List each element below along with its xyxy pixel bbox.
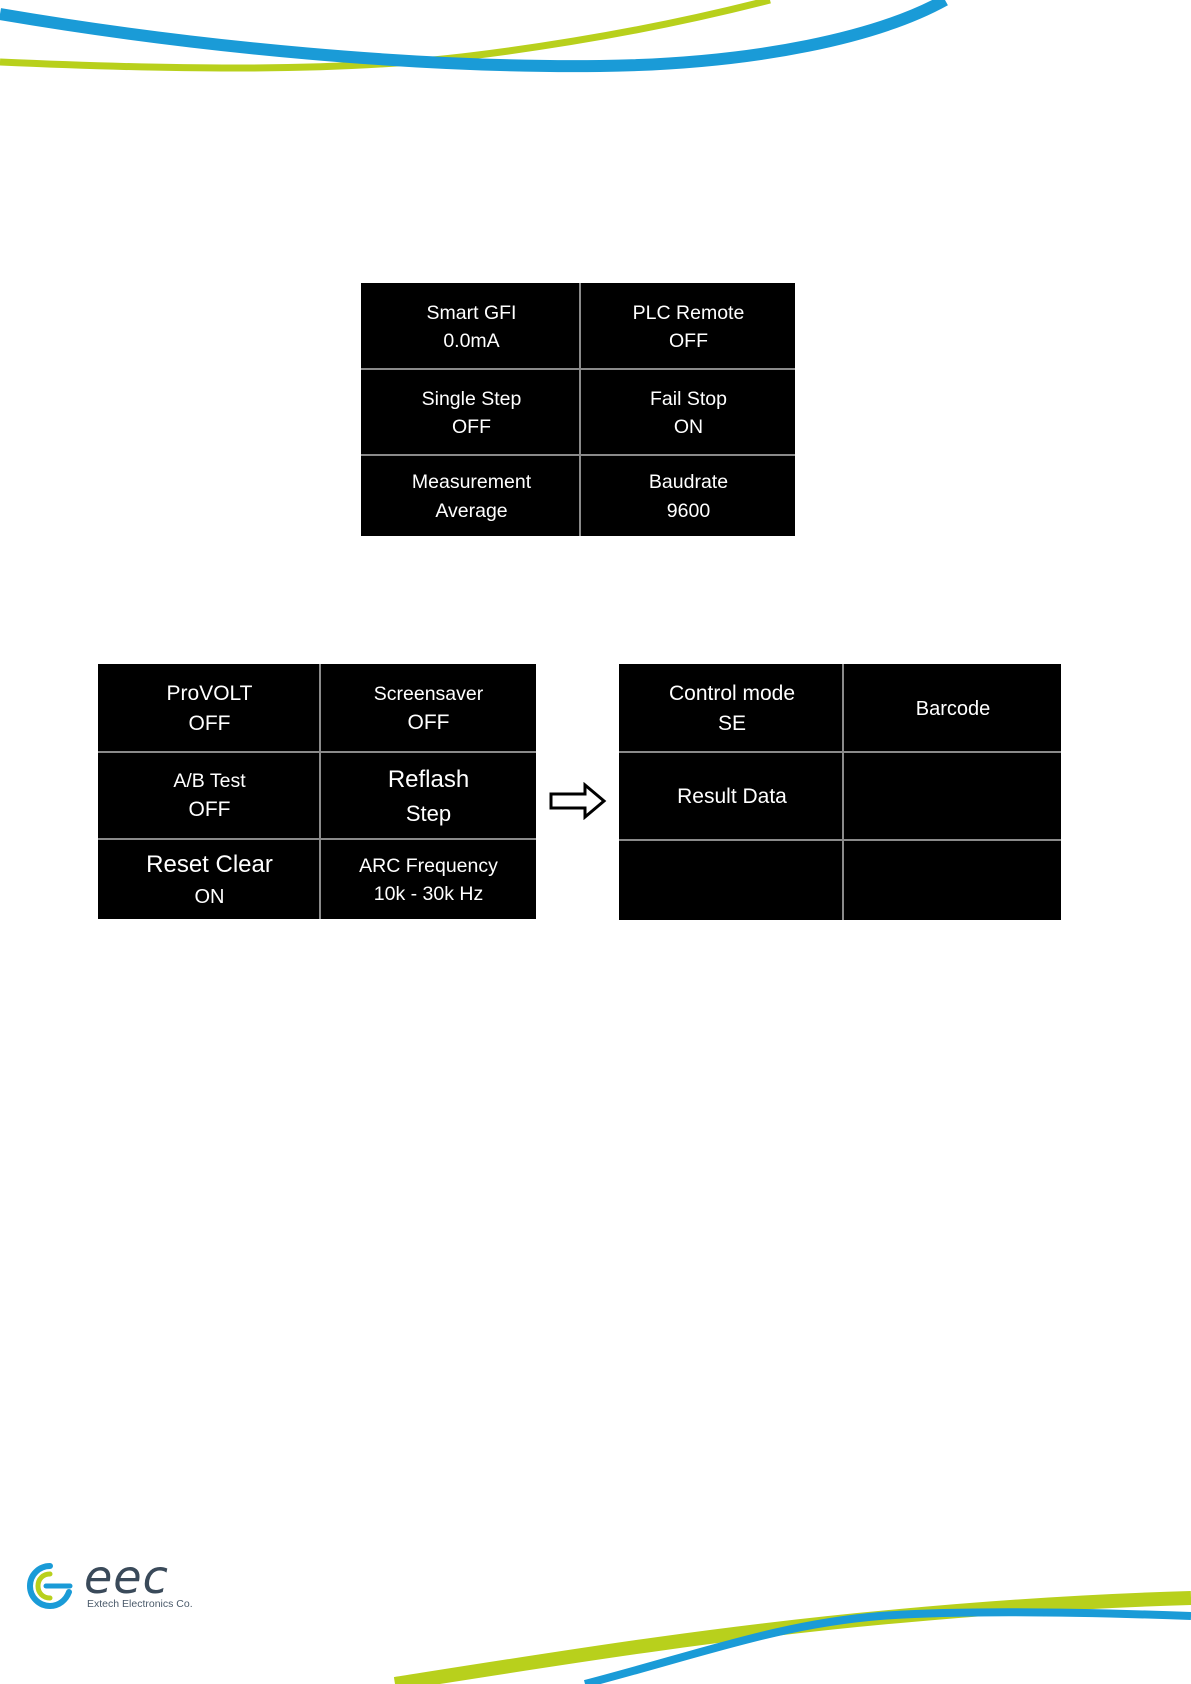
grid-divider <box>98 838 536 840</box>
menu-cell-empty <box>844 753 1062 841</box>
menu-cell-measurement[interactable]: Measurement Average <box>362 456 581 537</box>
menu-cell-reflash[interactable]: Reflash Step <box>320 753 537 840</box>
menu-cell-label: PLC Remote <box>633 299 745 327</box>
menu-cell-value: OFF <box>408 708 450 738</box>
menu-cell-label: Baudrate <box>649 468 728 496</box>
grid-divider <box>361 454 795 456</box>
menu-cell-value: ON <box>674 413 703 441</box>
grid-divider <box>619 751 1061 753</box>
grid-divider <box>619 839 1061 841</box>
menu-cell-value: OFF <box>669 327 708 355</box>
menu-cell-value: OFF <box>189 795 231 825</box>
menu-cell-value: Step <box>406 798 451 830</box>
menu-cell-label: Reflash <box>388 763 469 798</box>
menu-cell-label: Result Data <box>677 782 787 812</box>
menu-cell-label: ARC Frequency <box>359 852 498 880</box>
menu-cell-label: A/B Test <box>173 767 245 795</box>
right-arrow-icon <box>549 782 607 820</box>
menu-cell-label: Single Step <box>422 385 522 413</box>
menu-cell-label: Measurement <box>412 468 531 496</box>
menu-cell-empty <box>844 841 1062 921</box>
menu-grid-top: Smart GFI 0.0mA PLC Remote OFF Single St… <box>361 283 795 536</box>
menu-cell-single-step[interactable]: Single Step OFF <box>362 370 581 456</box>
menu-cell-label: Control mode <box>669 679 795 709</box>
header-swoosh <box>0 0 1191 90</box>
menu-cell-value: 0.0mA <box>443 327 499 355</box>
menu-cell-value: SE <box>718 709 746 739</box>
logo-wordmark: eec <box>84 1554 169 1600</box>
menu-cell-fail-stop[interactable]: Fail Stop ON <box>581 370 796 456</box>
company-logo: eec Extech Electronics Co. <box>26 1560 206 1612</box>
menu-grid-right: Control mode SE Barcode Result Data <box>619 664 1061 920</box>
grid-divider <box>319 664 321 919</box>
menu-cell-plc-remote[interactable]: PLC Remote OFF <box>581 284 796 370</box>
menu-cell-value: Average <box>435 497 507 525</box>
grid-divider <box>579 283 581 536</box>
menu-cell-label: Barcode <box>916 695 991 724</box>
menu-cell-label: Smart GFI <box>427 299 517 327</box>
grid-divider <box>842 664 844 920</box>
menu-cell-label: Reset Clear <box>146 848 273 883</box>
menu-cell-value: OFF <box>189 709 231 739</box>
menu-cell-label: Fail Stop <box>650 385 727 413</box>
menu-cell-ab-test[interactable]: A/B Test OFF <box>99 753 320 840</box>
menu-cell-value: 9600 <box>667 497 710 525</box>
menu-cell-value: ON <box>195 883 225 912</box>
menu-cell-baudrate[interactable]: Baudrate 9600 <box>581 456 796 537</box>
menu-cell-screensaver[interactable]: Screensaver OFF <box>320 665 537 753</box>
menu-cell-result-data[interactable]: Result Data <box>620 753 844 841</box>
menu-cell-smart-gfi[interactable]: Smart GFI 0.0mA <box>362 284 581 370</box>
menu-grid-left: ProVOLT OFF Screensaver OFF A/B Test OFF… <box>98 664 536 919</box>
menu-cell-provolt[interactable]: ProVOLT OFF <box>99 665 320 753</box>
grid-divider <box>361 368 795 370</box>
menu-cell-control-mode[interactable]: Control mode SE <box>620 665 844 753</box>
eec-logo-icon <box>26 1562 74 1610</box>
menu-cell-label: Screensaver <box>374 680 483 708</box>
grid-divider <box>98 751 536 753</box>
menu-cell-barcode[interactable]: Barcode <box>844 665 1062 753</box>
menu-cell-arc-frequency[interactable]: ARC Frequency 10k - 30k Hz <box>320 840 537 920</box>
menu-cell-value: OFF <box>452 413 491 441</box>
menu-cell-value: 10k - 30k Hz <box>374 880 483 908</box>
menu-cell-label: ProVOLT <box>167 679 253 709</box>
logo-subtitle: Extech Electronics Co. <box>87 1598 193 1610</box>
menu-cell-reset-clear[interactable]: Reset Clear ON <box>99 840 320 920</box>
menu-cell-empty <box>620 841 844 921</box>
